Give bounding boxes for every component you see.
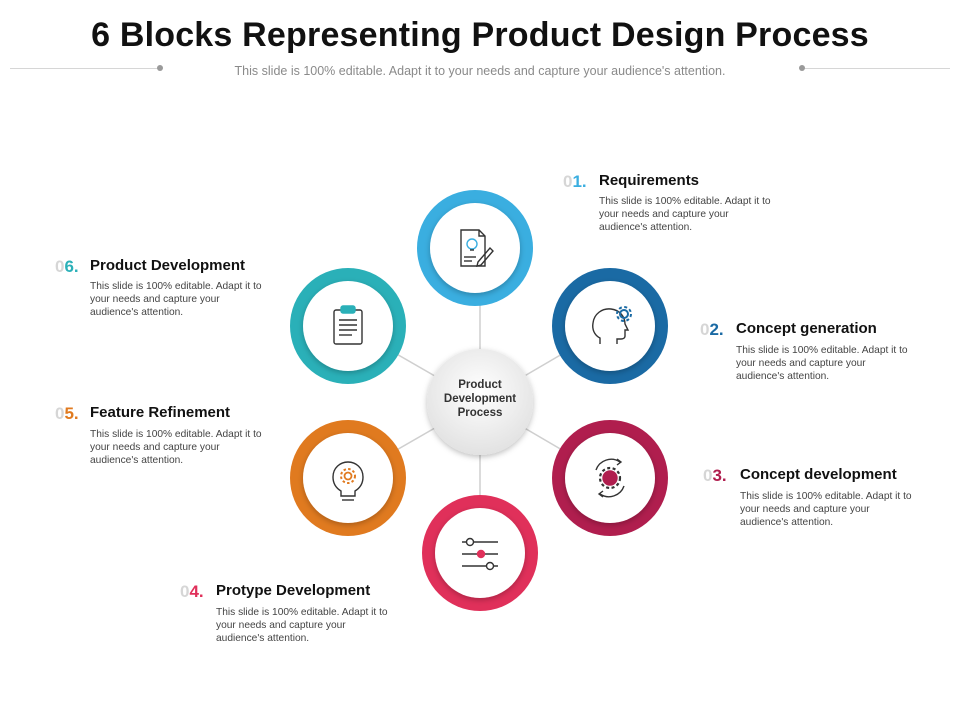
step-5-number: 05. [55,404,79,424]
step-3-ghost-digit: 0 [703,466,713,485]
step-ring-5-inner [303,433,393,523]
step-3-number: 03. [703,466,727,486]
left-divider-dot [157,65,163,71]
center-circle [427,349,533,455]
idea-document-icon [460,229,494,267]
step-4-description: This slide is 100% editable. Adapt it to… [216,607,388,644]
step-5-digit: 5. [64,404,79,423]
step-1-description: This slide is 100% editable. Adapt it to… [599,196,771,233]
bulb-gear-icon [332,461,364,501]
gear-cycle-icon [595,458,625,498]
step-3-heading: Concept development [740,466,897,483]
sliders-icon [462,537,498,571]
step-2-number: 02. [700,320,724,340]
step-4-ghost-digit: 0 [180,582,190,601]
step-1-heading: Requirements [599,172,700,189]
step-5-heading: Feature Refinement [90,404,231,421]
step-4-digit: 4. [189,582,204,601]
step-2-heading: Concept generation [736,320,877,337]
step-ring-6 [290,268,406,384]
step-2-ghost-digit: 0 [700,320,710,339]
step-2-description: This slide is 100% editable. Adapt it to… [736,345,908,382]
right-divider [802,68,950,69]
step-ring-5 [290,420,406,536]
step-3-digit: 3. [712,466,727,485]
step-4-heading: Protype Development [216,582,371,599]
step-3-description: This slide is 100% editable. Adapt it to… [740,491,912,528]
step-1-ghost-digit: 0 [563,172,573,191]
slide-title: 6 Blocks Representing Product Design Pro… [91,16,869,54]
center-label: Product Development Process [443,379,517,419]
step-1-number: 01. [563,172,587,192]
step-6-ghost-digit: 0 [55,257,65,276]
right-divider-dot [799,65,805,71]
head-gear-icon [592,306,632,344]
step-ring-2 [552,268,668,384]
step-6-digit: 6. [64,257,79,276]
step-ring-2-inner [565,281,655,371]
step-5-ghost-digit: 0 [55,404,65,423]
step-1-digit: 1. [572,172,587,191]
left-divider [10,68,160,69]
step-5-description: This slide is 100% editable. Adapt it to… [90,429,262,466]
step-6-number: 06. [55,257,79,277]
slide-subtitle: This slide is 100% editable. Adapt it to… [234,64,726,78]
step-4-number: 04. [180,582,204,602]
step-6-heading: Product Development [90,257,246,274]
clipboard-icon [333,305,363,345]
step-2-digit: 2. [709,320,724,339]
step-ring-6-inner [303,281,393,371]
step-6-description: This slide is 100% editable. Adapt it to… [90,281,262,318]
